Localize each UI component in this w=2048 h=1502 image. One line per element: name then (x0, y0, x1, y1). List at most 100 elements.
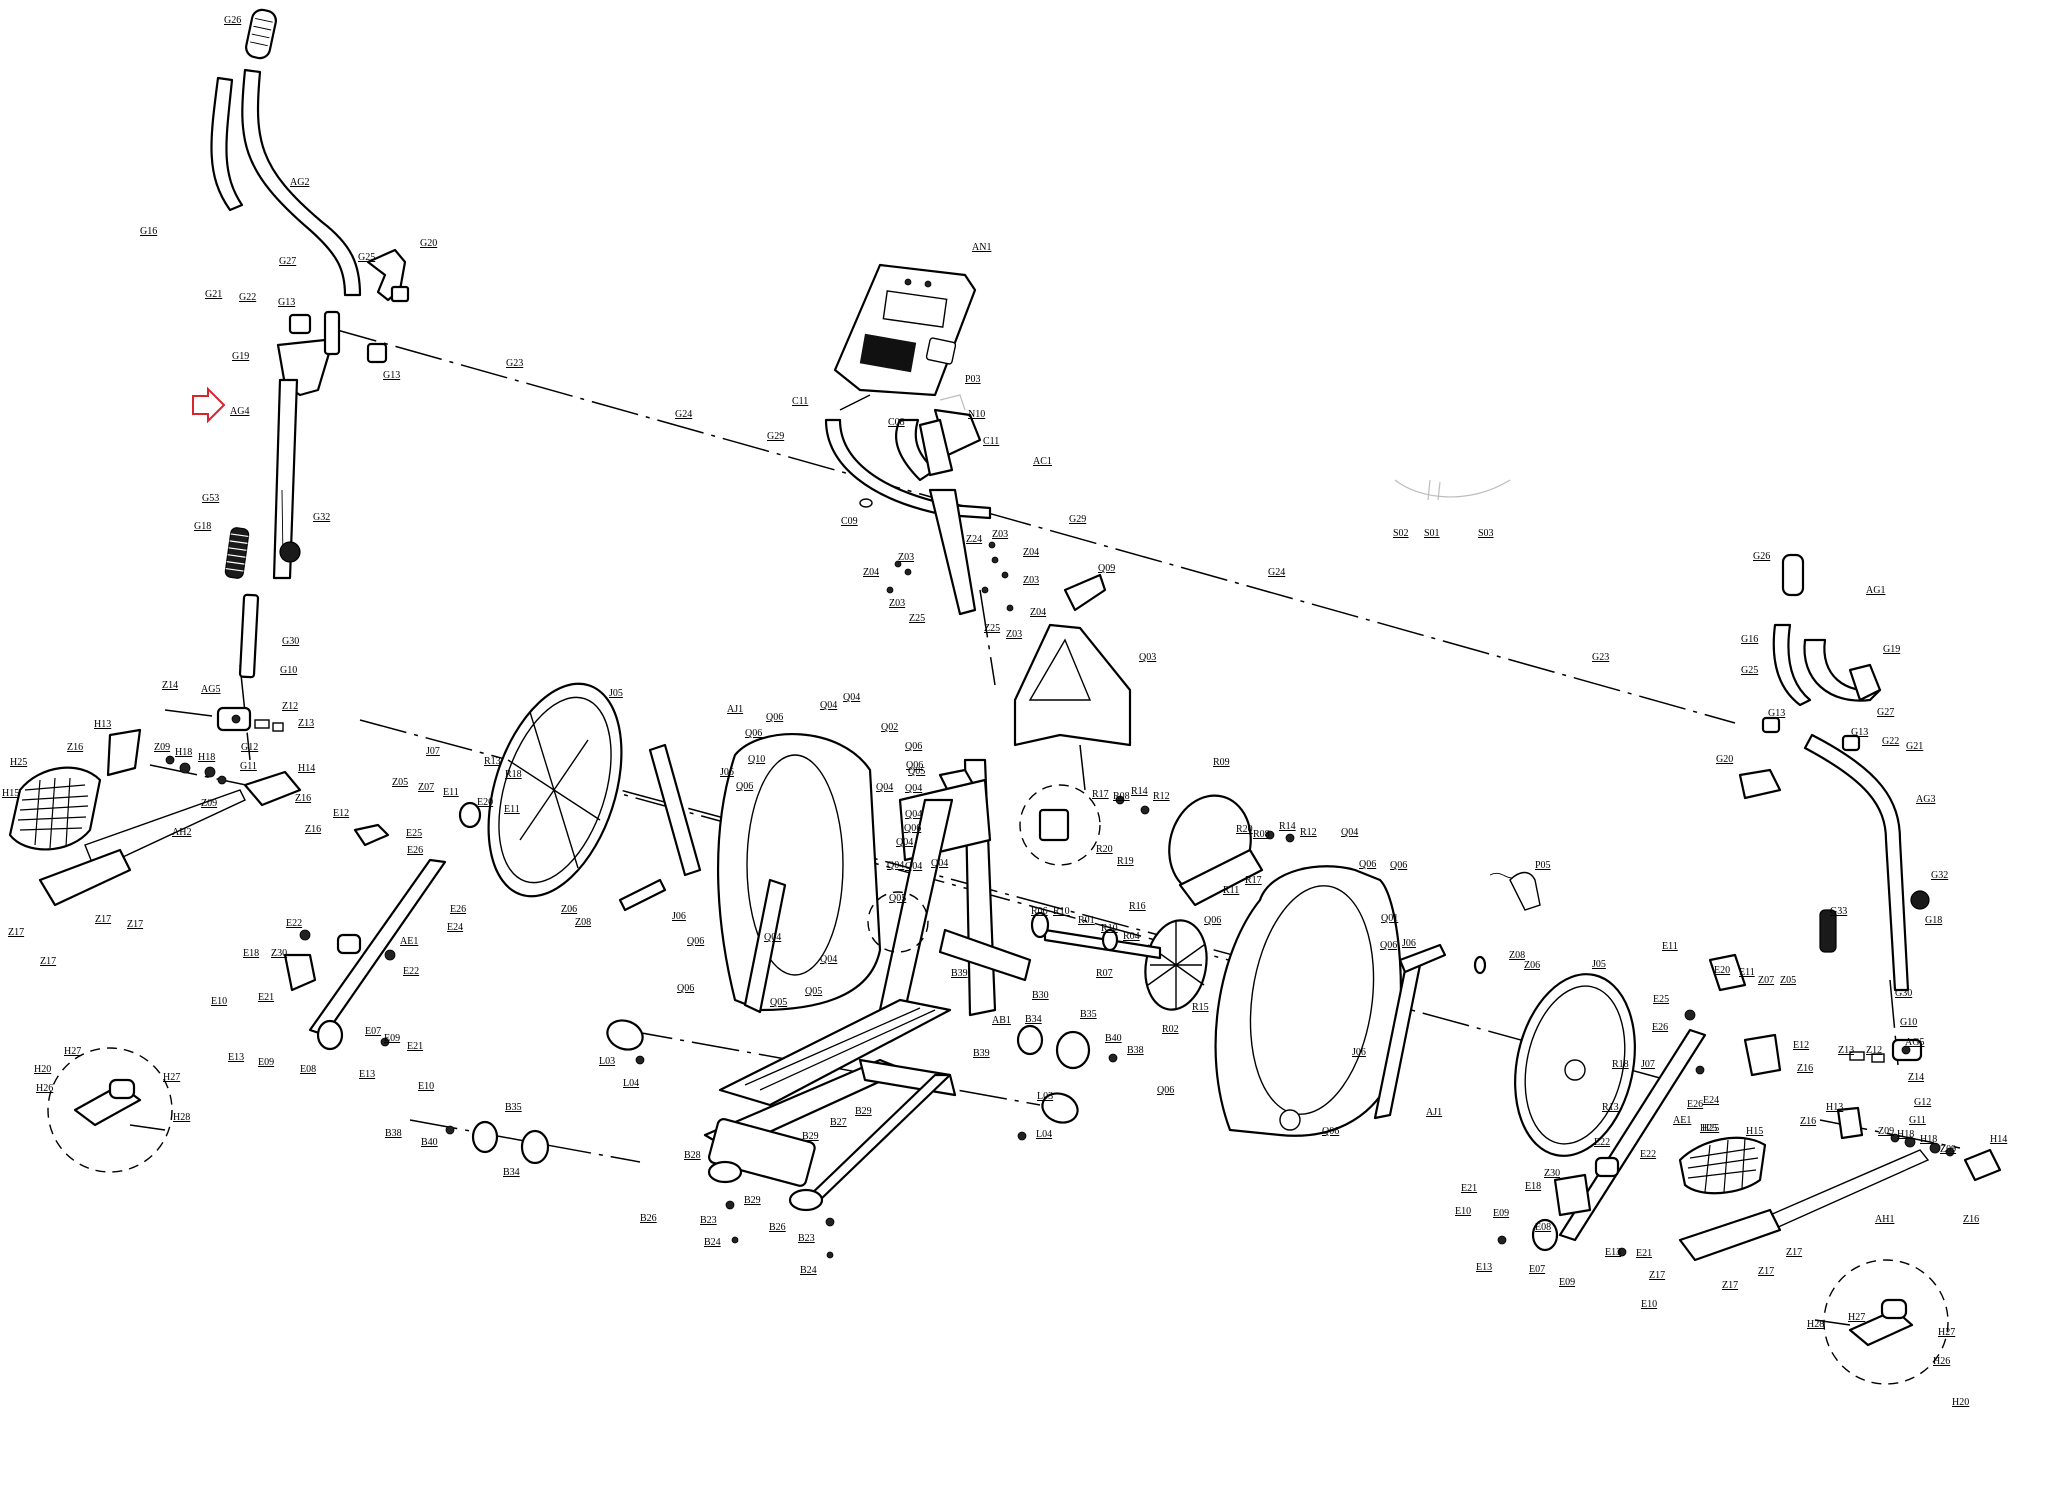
part-label-z03: Z03 (992, 529, 1008, 540)
part-label-r12: R12 (1153, 791, 1170, 802)
part-label-e22: E22 (286, 918, 302, 929)
left-side-cover (717, 733, 882, 1014)
part-label-r10: R10 (1101, 923, 1118, 934)
part-label-r19: R19 (1117, 856, 1134, 867)
part-label-g13: G13 (1768, 708, 1785, 719)
part-label-e13: E13 (1476, 1262, 1492, 1273)
part-label-q06: Q06 (1204, 915, 1221, 926)
part-label-p05: P05 (1535, 860, 1551, 871)
part-label-c11: C11 (983, 436, 999, 447)
part-label-ab1: AB1 (992, 1015, 1011, 1026)
part-label-h20: H20 (1952, 1397, 1969, 1408)
part-label-q01: Q01 (1381, 913, 1398, 924)
part-label-b34: B34 (503, 1167, 520, 1178)
part-label-e26: E26 (1652, 1022, 1668, 1033)
part-label-j06: J06 (1402, 938, 1416, 949)
part-label-j06: J06 (720, 767, 734, 778)
part-label-r20: R20 (1096, 844, 1113, 855)
part-label-h18: H18 (198, 752, 215, 763)
part-label-e11: E11 (443, 787, 459, 798)
part-label-b27: B27 (830, 1117, 847, 1128)
left-lower-arm-assembly (283, 823, 447, 1051)
part-label-j07: J07 (426, 746, 440, 757)
part-label-r04: R04 (1123, 931, 1140, 942)
part-label-g25: G25 (358, 252, 375, 263)
part-label-z09: Z09 (154, 742, 170, 753)
part-label-g32: G32 (313, 512, 330, 523)
part-label-q06: Q06 (1322, 1126, 1339, 1137)
part-label-h26: H26 (1933, 1356, 1950, 1367)
part-label-g13: G13 (383, 370, 400, 381)
part-label-ag1: AG1 (1866, 585, 1885, 596)
part-label-e21: E21 (258, 992, 274, 1003)
part-label-e26: E26 (450, 904, 466, 915)
part-label-h15: H15 (2, 788, 19, 799)
part-label-z06: Z06 (561, 904, 577, 915)
part-label-b26: B26 (769, 1222, 786, 1233)
part-label-h28: H28 (173, 1112, 190, 1123)
part-label-b39: B39 (951, 968, 968, 979)
part-label-z30: Z30 (1544, 1168, 1560, 1179)
part-label-e21: E21 (1461, 1183, 1477, 1194)
part-label-z13: Z13 (1838, 1045, 1854, 1056)
left-detail-callout (47, 1047, 173, 1173)
part-label-z30: Z30 (271, 948, 287, 959)
part-label-b40: B40 (1105, 1033, 1122, 1044)
part-label-z04: Z04 (1023, 547, 1039, 558)
part-label-z09: Z09 (1878, 1126, 1894, 1137)
part-label-b29: B29 (802, 1131, 819, 1142)
part-label-h27: H27 (64, 1046, 81, 1057)
right-disc-assembly (1473, 955, 1636, 1157)
part-label-r14: R14 (1279, 821, 1296, 832)
part-label-g26: G26 (224, 15, 241, 26)
part-label-e20: E20 (477, 797, 493, 808)
part-label-an1: AN1 (972, 242, 991, 253)
part-label-r10: R10 (1053, 906, 1070, 917)
right-side-cover (1214, 865, 1447, 1137)
front-cover-assembly (1013, 573, 1132, 747)
part-label-r17: R17 (1245, 875, 1262, 886)
part-label-b24: B24 (704, 1237, 721, 1248)
part-label-q04: Q04 (905, 861, 922, 872)
part-label-g11: G11 (240, 761, 257, 772)
part-label-e25: E25 (1653, 994, 1669, 1005)
part-label-q04: Q04 (931, 858, 948, 869)
part-label-g10: G10 (1900, 1017, 1917, 1028)
part-label-z03: Z03 (1023, 575, 1039, 586)
part-label-h18: H18 (175, 747, 192, 758)
part-label-z25: Z25 (984, 623, 1000, 634)
part-label-e26: E26 (407, 845, 423, 856)
part-label-b28: B28 (684, 1150, 701, 1161)
part-label-z17: Z17 (8, 927, 24, 938)
part-label-s03: S03 (1478, 528, 1494, 539)
part-label-z06: Z06 (1524, 960, 1540, 971)
part-label-z07: Z07 (1758, 975, 1774, 986)
part-label-q05: Q05 (889, 893, 906, 904)
part-label-h13: H13 (94, 719, 111, 730)
part-label-r08: R08 (1113, 791, 1130, 802)
part-label-q04: Q04 (1341, 827, 1358, 838)
part-label-z17: Z17 (127, 919, 143, 930)
part-label-z16: Z16 (1797, 1063, 1813, 1074)
part-label-h27: H27 (1938, 1327, 1955, 1338)
part-label-r07: R07 (1096, 968, 1113, 979)
part-label-b30: B30 (1032, 990, 1049, 1001)
part-label-q04: Q04 (896, 837, 913, 848)
part-label-b40: B40 (421, 1137, 438, 1148)
part-label-b24: B24 (800, 1265, 817, 1276)
part-label-g29: G29 (767, 431, 784, 442)
part-label-g18: G18 (194, 521, 211, 532)
part-label-e10: E10 (211, 996, 227, 1007)
part-label-q06: Q06 (677, 983, 694, 994)
part-label-z09: Z09 (1940, 1144, 1956, 1155)
part-label-b38: B38 (385, 1128, 402, 1139)
part-label-g21: G21 (205, 289, 222, 300)
part-label-q04: Q04 (876, 782, 893, 793)
part-label-h14: H14 (298, 763, 315, 774)
part-label-r01: R01 (1078, 915, 1095, 926)
part-label-n10: N10 (968, 409, 985, 420)
part-label-q04: Q04 (843, 692, 860, 703)
part-label-h13: H13 (1826, 1102, 1843, 1113)
part-label-ah2: AH2 (172, 827, 191, 838)
part-label-h25: H25 (1700, 1123, 1717, 1134)
